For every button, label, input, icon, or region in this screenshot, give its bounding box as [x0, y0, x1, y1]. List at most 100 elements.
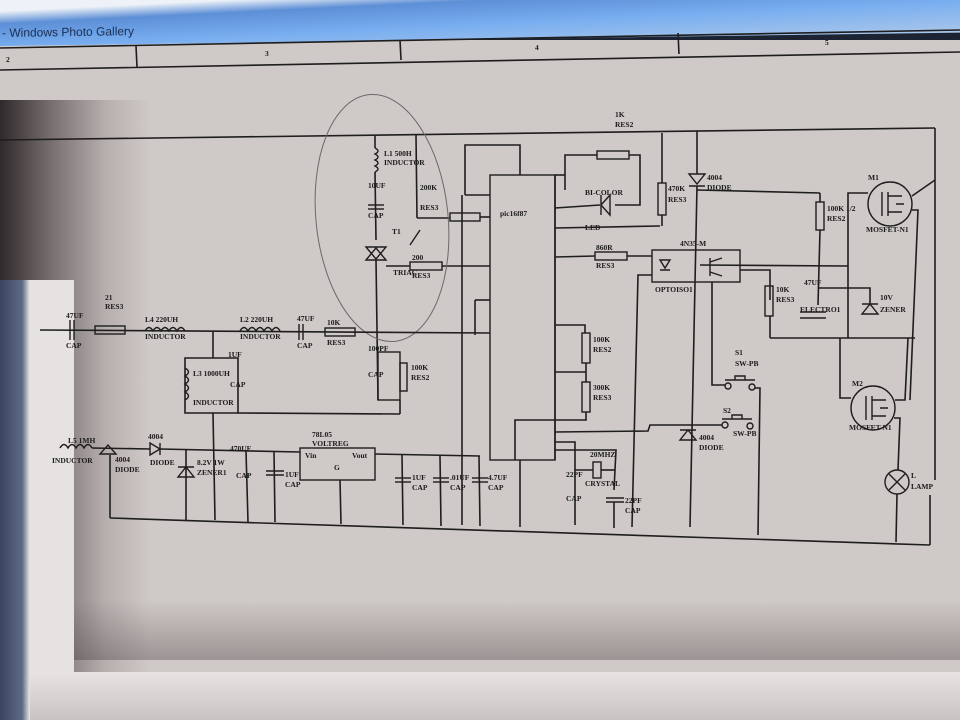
switch-terminal — [746, 422, 754, 430]
wire — [755, 387, 761, 536]
lower-page — [30, 672, 960, 720]
zener-10v — [860, 302, 880, 315]
switch-s1 — [725, 375, 755, 381]
voltage-regulator — [299, 447, 376, 481]
label: M2 — [852, 379, 863, 388]
wire — [554, 225, 661, 229]
label: 470K — [668, 184, 685, 193]
label: VOLTREG — [312, 439, 349, 448]
wire — [615, 154, 641, 206]
label: CAP — [230, 380, 246, 389]
crystal-20mhz — [592, 461, 602, 479]
label: 200K — [420, 183, 437, 192]
label: T1 — [392, 227, 401, 236]
label: 47UF — [804, 278, 822, 287]
label: Vin — [305, 451, 317, 460]
wire — [817, 229, 821, 306]
resistor-21 — [94, 325, 126, 335]
wire — [554, 255, 596, 258]
resistor-10k — [324, 327, 356, 337]
label: RES3 — [105, 302, 124, 311]
mosfet-m2-symbol — [865, 396, 888, 420]
label: CAP — [625, 506, 641, 515]
label: 4004 — [148, 432, 163, 441]
label: L4 220UH — [145, 315, 178, 324]
resistor-470k — [657, 182, 667, 216]
label: CAP — [488, 483, 504, 492]
grid-label: 2 — [6, 55, 10, 64]
label: 100K — [593, 335, 610, 344]
wire — [374, 453, 481, 457]
wire — [911, 179, 936, 197]
label: ZENER — [880, 305, 906, 314]
switch-terminal — [724, 382, 732, 390]
label: CAP — [566, 494, 582, 503]
label: BI-COLOR — [585, 188, 624, 197]
label: S2 — [723, 406, 731, 415]
wire — [237, 412, 401, 415]
label: CAP — [285, 480, 301, 489]
label: 100K — [411, 363, 428, 372]
label: ZENER1 — [197, 468, 227, 477]
led-bicolor — [600, 193, 611, 217]
wire — [554, 204, 601, 209]
label: 1K — [615, 110, 625, 119]
label: OPTOISO1 — [655, 285, 693, 294]
wire-tank — [184, 332, 239, 414]
label: 47UF — [297, 314, 315, 323]
grid-line — [0, 51, 960, 71]
label: RES3 — [596, 261, 615, 270]
wire — [631, 274, 652, 528]
schematic-paper — [0, 40, 960, 720]
wire — [711, 282, 725, 386]
opto-transistor-icon — [709, 257, 723, 277]
resistor-100k-half — [815, 201, 825, 231]
label: ELECTRO1 — [800, 305, 841, 314]
wire — [514, 412, 587, 460]
grid-label: 5 — [825, 38, 829, 47]
label: 10K — [776, 285, 790, 294]
switch-terminal — [721, 421, 729, 429]
resistor-10k-bias — [764, 285, 774, 317]
lamp-cross — [888, 473, 906, 491]
wire — [91, 447, 151, 450]
resistor-300k — [581, 381, 591, 413]
pencil-annotation-circle — [314, 93, 450, 343]
label: RES2 — [615, 120, 634, 129]
wire — [839, 338, 851, 399]
label: LAMP — [911, 482, 933, 491]
wire — [740, 269, 771, 300]
label: CAP — [297, 341, 313, 350]
label: MOSFET-N1 — [866, 225, 909, 234]
label: 4004 — [707, 173, 722, 182]
label: CAP — [412, 483, 428, 492]
label: 1UF — [228, 350, 242, 359]
wire — [374, 171, 377, 241]
label: S1 — [735, 348, 743, 357]
label: 47UF — [66, 311, 84, 320]
wire — [401, 454, 404, 526]
wire — [696, 189, 821, 194]
label: INDUCTOR — [193, 398, 234, 407]
wire — [439, 455, 442, 527]
label: RES3 — [593, 393, 612, 402]
label: 10K — [327, 318, 341, 327]
wire — [339, 479, 342, 525]
label: 22PF — [566, 470, 583, 479]
label: G — [334, 463, 340, 472]
pen-arrow-annotation — [409, 229, 421, 246]
label: 300K — [593, 383, 610, 392]
wire — [555, 441, 576, 525]
label: MOSFET-N1 — [849, 423, 892, 432]
wire — [895, 337, 909, 401]
wire-signal-line — [39, 329, 491, 334]
label: L5 1MH — [68, 436, 95, 445]
wire-ground-rail — [109, 517, 931, 546]
label: 20MHZ — [590, 450, 615, 459]
resistor-860r — [594, 251, 628, 261]
label: INDUCTOR — [52, 456, 93, 465]
inductor-l3 — [183, 367, 190, 401]
grid-divider — [135, 45, 138, 68]
wire — [894, 417, 901, 471]
